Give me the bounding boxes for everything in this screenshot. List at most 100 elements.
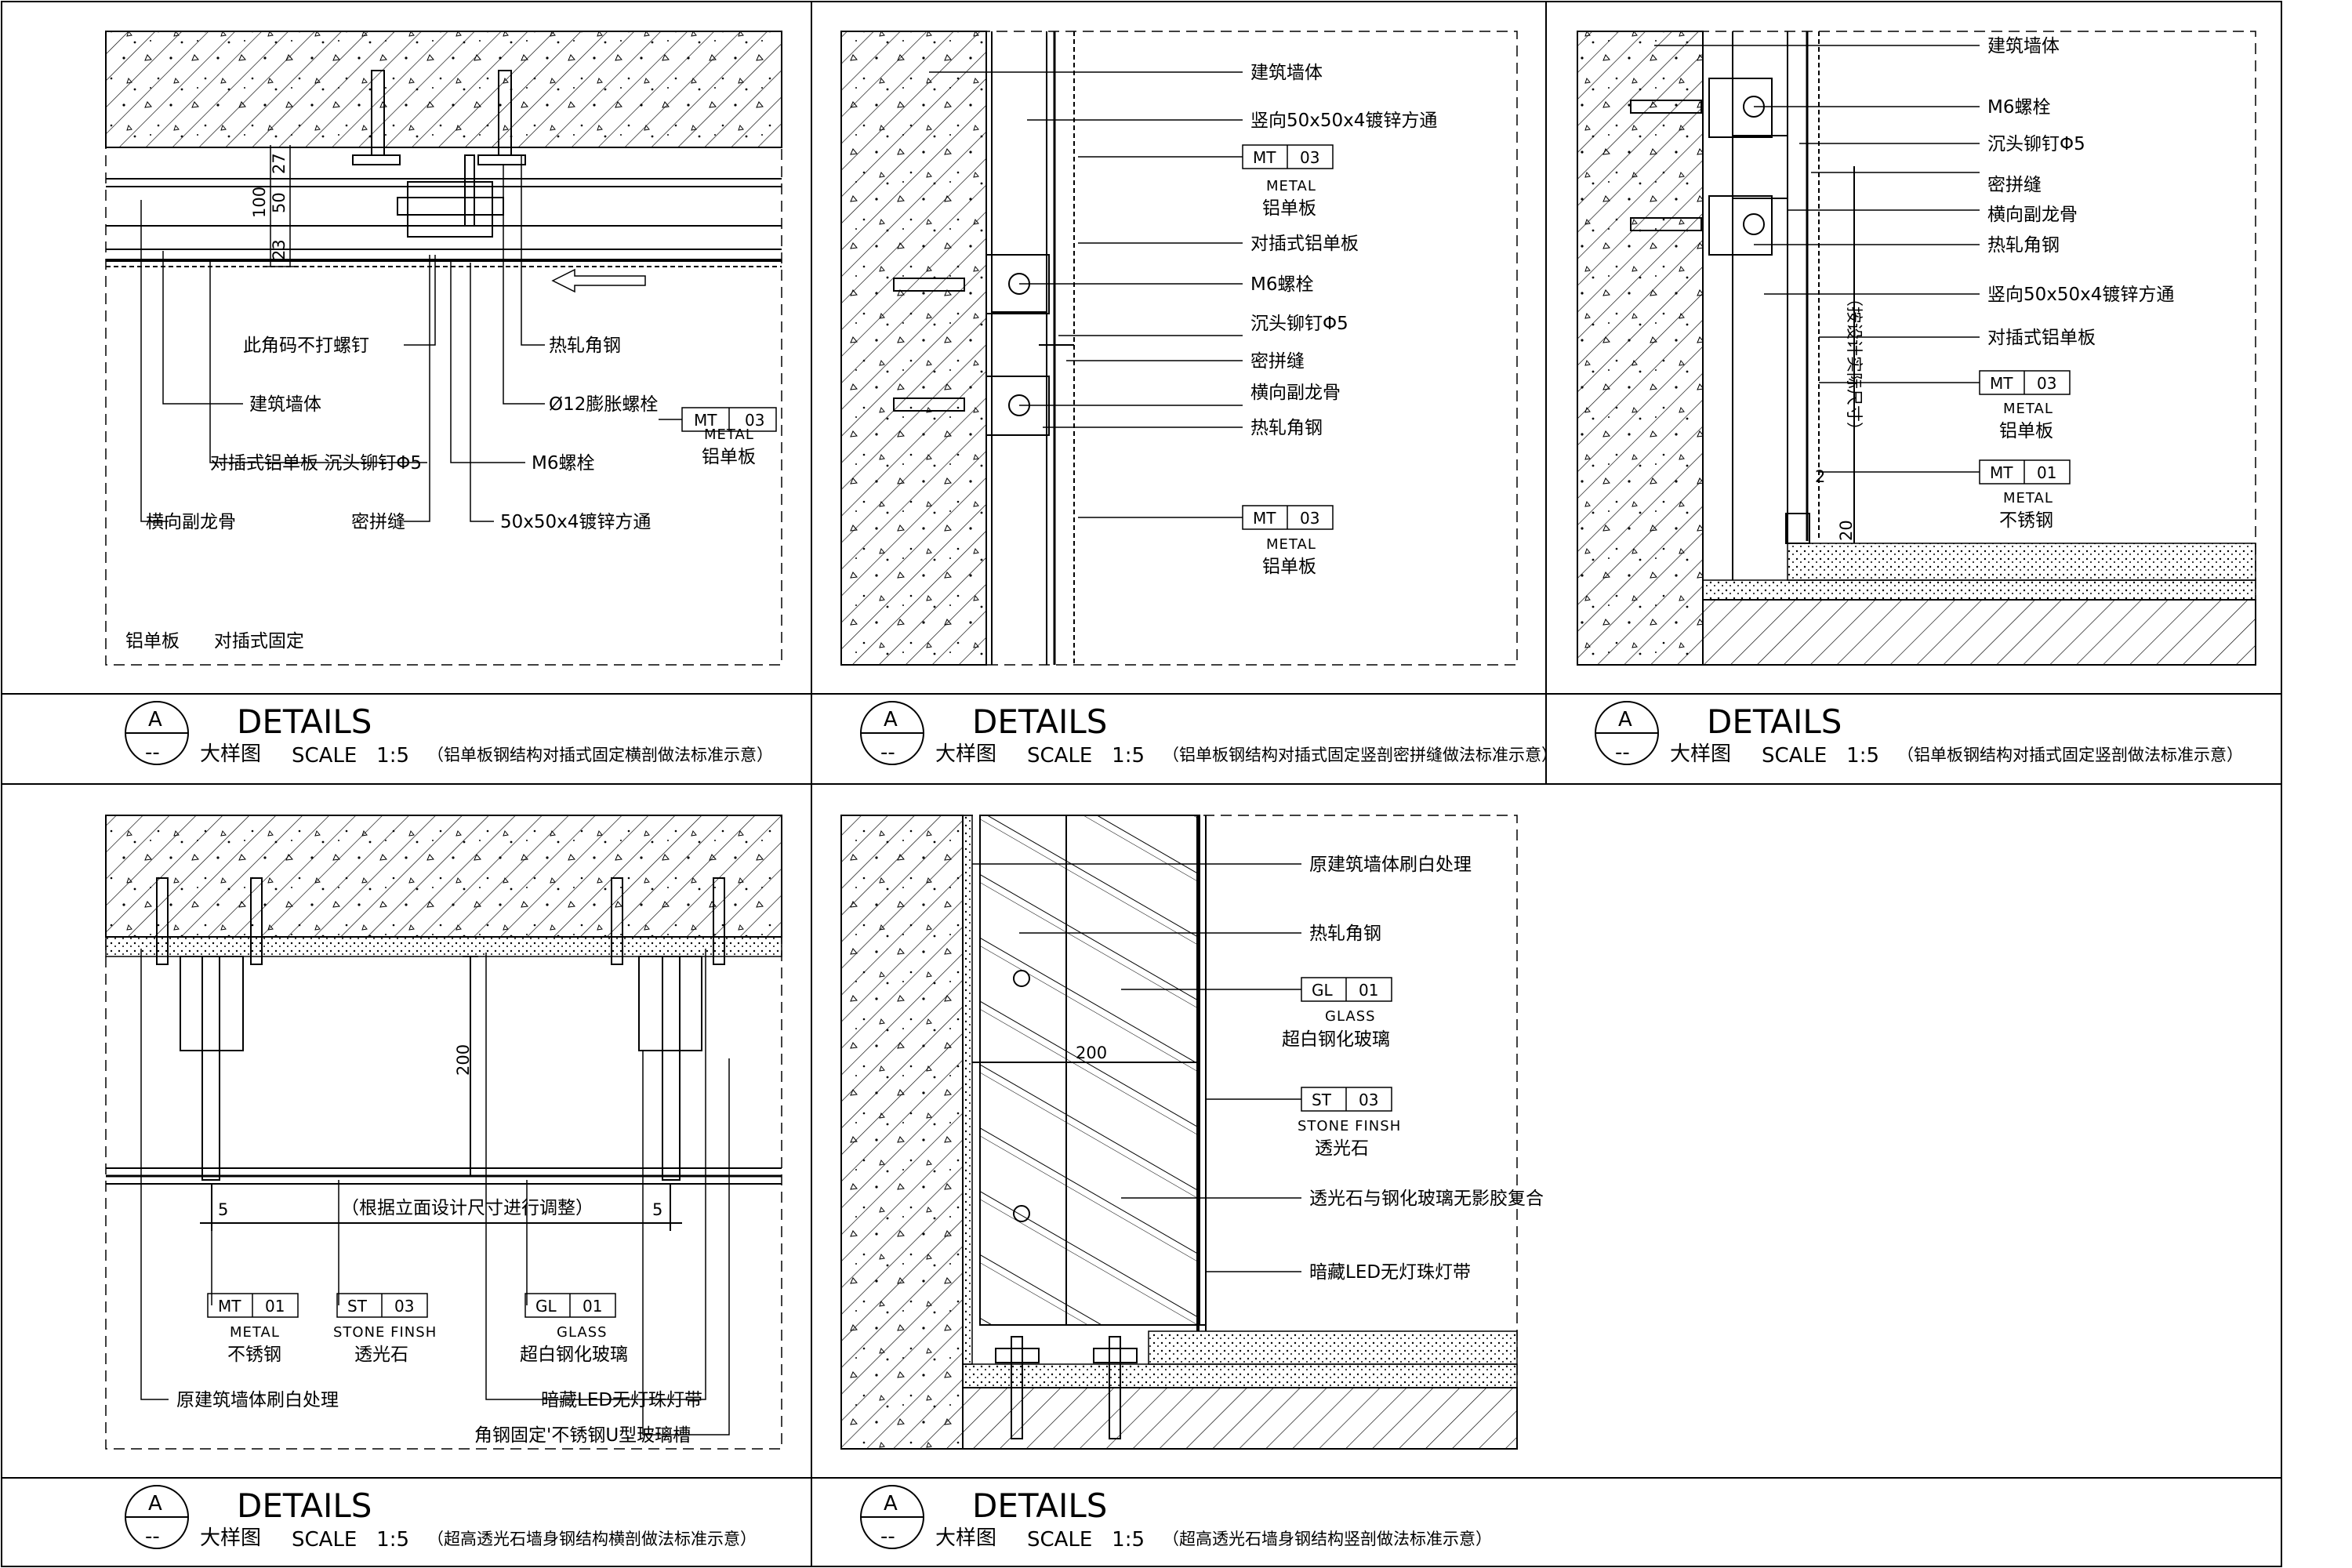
- svg-text:GLASS: GLASS: [557, 1324, 608, 1341]
- title-block-1: A -- DETAILS 大样图 SCALE 1:5 （铝单板钢结构对插式固定横…: [125, 701, 773, 768]
- svg-text:03: 03: [1359, 1091, 1378, 1109]
- svg-text:DETAILS: DETAILS: [972, 702, 1107, 741]
- dim-100: 100: [250, 187, 269, 218]
- svg-text:超白钢化玻璃: 超白钢化玻璃: [520, 1345, 628, 1365]
- svg-text:SCALE 1:5: SCALE 1:5: [292, 744, 409, 768]
- callout-tight-seam: 密拼缝: [1250, 351, 1305, 372]
- material-tag-glass-01: GL 01 GLASS 超白钢化玻璃: [520, 1293, 628, 1365]
- panel-1-horizontal-aluminum-detail: 27 50 23 100 此角码不打螺钉 建筑墙体 对插式铝单板 沉头铆钉Φ5 …: [105, 31, 782, 666]
- callout-tight-seam: 密拼缝: [1987, 175, 2042, 195]
- svg-text:--: --: [1615, 741, 1630, 764]
- panel-4-stone-horizontal-detail: 200 5 5 （根据立面设计尺寸进行调整） MT 01 METAL 不锈钢 S…: [105, 815, 782, 1450]
- svg-text:GLASS: GLASS: [1325, 1008, 1376, 1025]
- callout-wall-whitewash: 原建筑墙体刷白处理: [1309, 855, 1472, 875]
- svg-text:（铝单板钢结构对插式固定横剖做法标准示意）: （铝单板钢结构对插式固定横剖做法标准示意）: [427, 746, 773, 764]
- callout-plug-in-panel: 对插式铝单板: [1250, 234, 1359, 254]
- callout-rivet: 沉头铆钉Φ5: [1250, 314, 1348, 334]
- svg-text:大样图: 大样图: [200, 1526, 261, 1550]
- callout-building-wall: 建筑墙体: [1987, 36, 2060, 56]
- svg-text:MT: MT: [1253, 148, 1276, 167]
- callout-stone-glass-composite: 透光石与钢化玻璃无影胶复合: [1309, 1189, 1544, 1209]
- svg-text:03: 03: [745, 411, 764, 430]
- dim-adjust-note: （根据立面设计尺寸进行调整）: [341, 1198, 593, 1218]
- title-block-5: A -- DETAILS 大样图 SCALE 1:5 （超高透光石墙身钢结构竖剖…: [860, 1485, 1492, 1552]
- svg-text:SCALE 1:5: SCALE 1:5: [1027, 744, 1145, 768]
- svg-text:GL: GL: [1312, 981, 1333, 1000]
- callout-m6-bolt: M6螺栓: [532, 453, 594, 474]
- svg-text:SCALE 1:5: SCALE 1:5: [1027, 1528, 1145, 1552]
- callout-plug-in-panel-rivet: 对插式铝单板 沉头铆钉Φ5: [210, 453, 422, 474]
- dim-5-right: 5: [652, 1200, 662, 1219]
- material-tag-metal-03-upper: MT 03 METAL 铝单板: [1242, 144, 1334, 219]
- svg-text:GL: GL: [535, 1297, 557, 1316]
- callout-horizontal-furring: 横向副龙骨: [1250, 383, 1341, 403]
- svg-text:（铝单板钢结构对插式固定竖剖密拼缝做法标准示意）: （铝单板钢结构对插式固定竖剖密拼缝做法标准示意）: [1163, 746, 1558, 764]
- svg-text:透光石: 透光石: [1315, 1138, 1369, 1159]
- svg-text:超白钢化玻璃: 超白钢化玻璃: [1282, 1029, 1390, 1050]
- svg-text:SCALE 1:5: SCALE 1:5: [1762, 744, 1879, 768]
- callout-vertical-tube: 竖向50x50x4镀锌方通: [1250, 111, 1437, 131]
- callout-vertical-tube: 竖向50x50x4镀锌方通: [1987, 285, 2174, 305]
- callout-hot-rolled-angle: 热轧角钢: [1250, 418, 1323, 438]
- svg-text:A: A: [884, 708, 898, 731]
- callout-m6-bolt: M6螺栓: [1250, 274, 1313, 295]
- callout-hidden-led-strip: 暗藏LED无灯珠灯带: [1309, 1262, 1471, 1283]
- callout-tight-seam: 密拼缝: [351, 512, 405, 532]
- svg-text:03: 03: [1300, 148, 1319, 167]
- callout-hot-rolled-angle: 热轧角钢: [1309, 924, 1381, 944]
- dim-design-size-vertical: （按设计实际尺寸）: [1845, 290, 1864, 438]
- svg-text:--: --: [880, 1525, 895, 1548]
- svg-text:METAL: METAL: [230, 1324, 280, 1341]
- svg-text:DETAILS: DETAILS: [237, 702, 372, 741]
- svg-text:大样图: 大样图: [935, 1526, 996, 1550]
- callout-square-tube: 50x50x4镀锌方通: [500, 512, 651, 532]
- svg-text:大样图: 大样图: [200, 742, 261, 766]
- svg-text:03: 03: [394, 1297, 414, 1316]
- dimension-lines: [265, 145, 296, 267]
- callout-expansion-bolt: Ø12膨胀螺栓: [549, 394, 658, 415]
- leader-lines-2: [929, 71, 1243, 518]
- callout-wall-whitewash: 原建筑墙体刷白处理: [176, 1390, 339, 1410]
- svg-text:ST: ST: [1312, 1091, 1332, 1109]
- steel-frame-4: [106, 877, 782, 1231]
- svg-text:大样图: 大样图: [1670, 742, 1731, 766]
- horizontal-furring: [106, 178, 782, 267]
- svg-text:透光石: 透光石: [354, 1345, 408, 1365]
- panel-5-stone-vertical-detail: 200 原建筑墙体刷白处理 热轧角钢 GL 01 GLASS 超白钢化玻璃 ST…: [840, 815, 1544, 1450]
- dim-20: 20: [1837, 520, 1856, 541]
- svg-text:铝单板: 铝单板: [1262, 198, 1316, 219]
- material-tag-metal-03: MT 03 METAL 铝单板: [659, 407, 777, 467]
- svg-text:METAL: METAL: [2003, 490, 2053, 506]
- vertical-tube-and-panel: [893, 31, 1075, 665]
- svg-text:01: 01: [583, 1297, 602, 1316]
- svg-text:--: --: [880, 741, 895, 764]
- callout-hot-rolled-angle: 热轧角钢: [549, 336, 621, 356]
- svg-text:DETAILS: DETAILS: [972, 1486, 1107, 1525]
- svg-text:METAL: METAL: [704, 426, 754, 443]
- svg-text:03: 03: [2037, 374, 2056, 393]
- material-tag-stone-03: ST 03 STONE FINSH 透光石: [1298, 1087, 1401, 1159]
- svg-text:铝单板: 铝单板: [1262, 557, 1316, 577]
- svg-text:（铝单板钢结构对插式固定竖剖做法标准示意）: （铝单板钢结构对插式固定竖剖做法标准示意）: [1897, 746, 2243, 764]
- svg-text:不锈钢: 不锈钢: [227, 1345, 281, 1365]
- svg-text:STONE FINSH: STONE FINSH: [1298, 1118, 1401, 1134]
- leader-lines-3: [1654, 45, 1980, 473]
- material-tag-metal-03-lower: MT 03 METAL 铝单板: [1242, 505, 1334, 577]
- svg-text:STONE FINSH: STONE FINSH: [333, 1324, 437, 1341]
- callout-horizontal-furring: 横向副龙骨: [1987, 205, 2078, 225]
- callout-corner-no-screw: 此角码不打螺钉: [243, 336, 369, 356]
- svg-text:--: --: [145, 1525, 160, 1548]
- material-tag-metal-03: MT 03 METAL 铝单板: [1979, 370, 2071, 441]
- svg-text:A: A: [148, 708, 162, 731]
- svg-text:METAL: METAL: [2003, 401, 2053, 417]
- callout-building-wall: 建筑墙体: [1250, 63, 1323, 83]
- dim-200: 200: [454, 1044, 473, 1076]
- dim-5-left: 5: [218, 1200, 228, 1219]
- svg-text:SCALE 1:5: SCALE 1:5: [292, 1528, 409, 1552]
- title-block-4: A -- DETAILS 大样图 SCALE 1:5 （超高透光石墙身钢结构横剖…: [125, 1485, 757, 1552]
- panel-1-note: 铝单板 对插式固定: [125, 631, 304, 652]
- stone-frame-5: [972, 815, 1207, 1439]
- dim-27: 27: [270, 153, 289, 174]
- callout-hot-rolled-angle: 热轧角钢: [1987, 235, 2060, 256]
